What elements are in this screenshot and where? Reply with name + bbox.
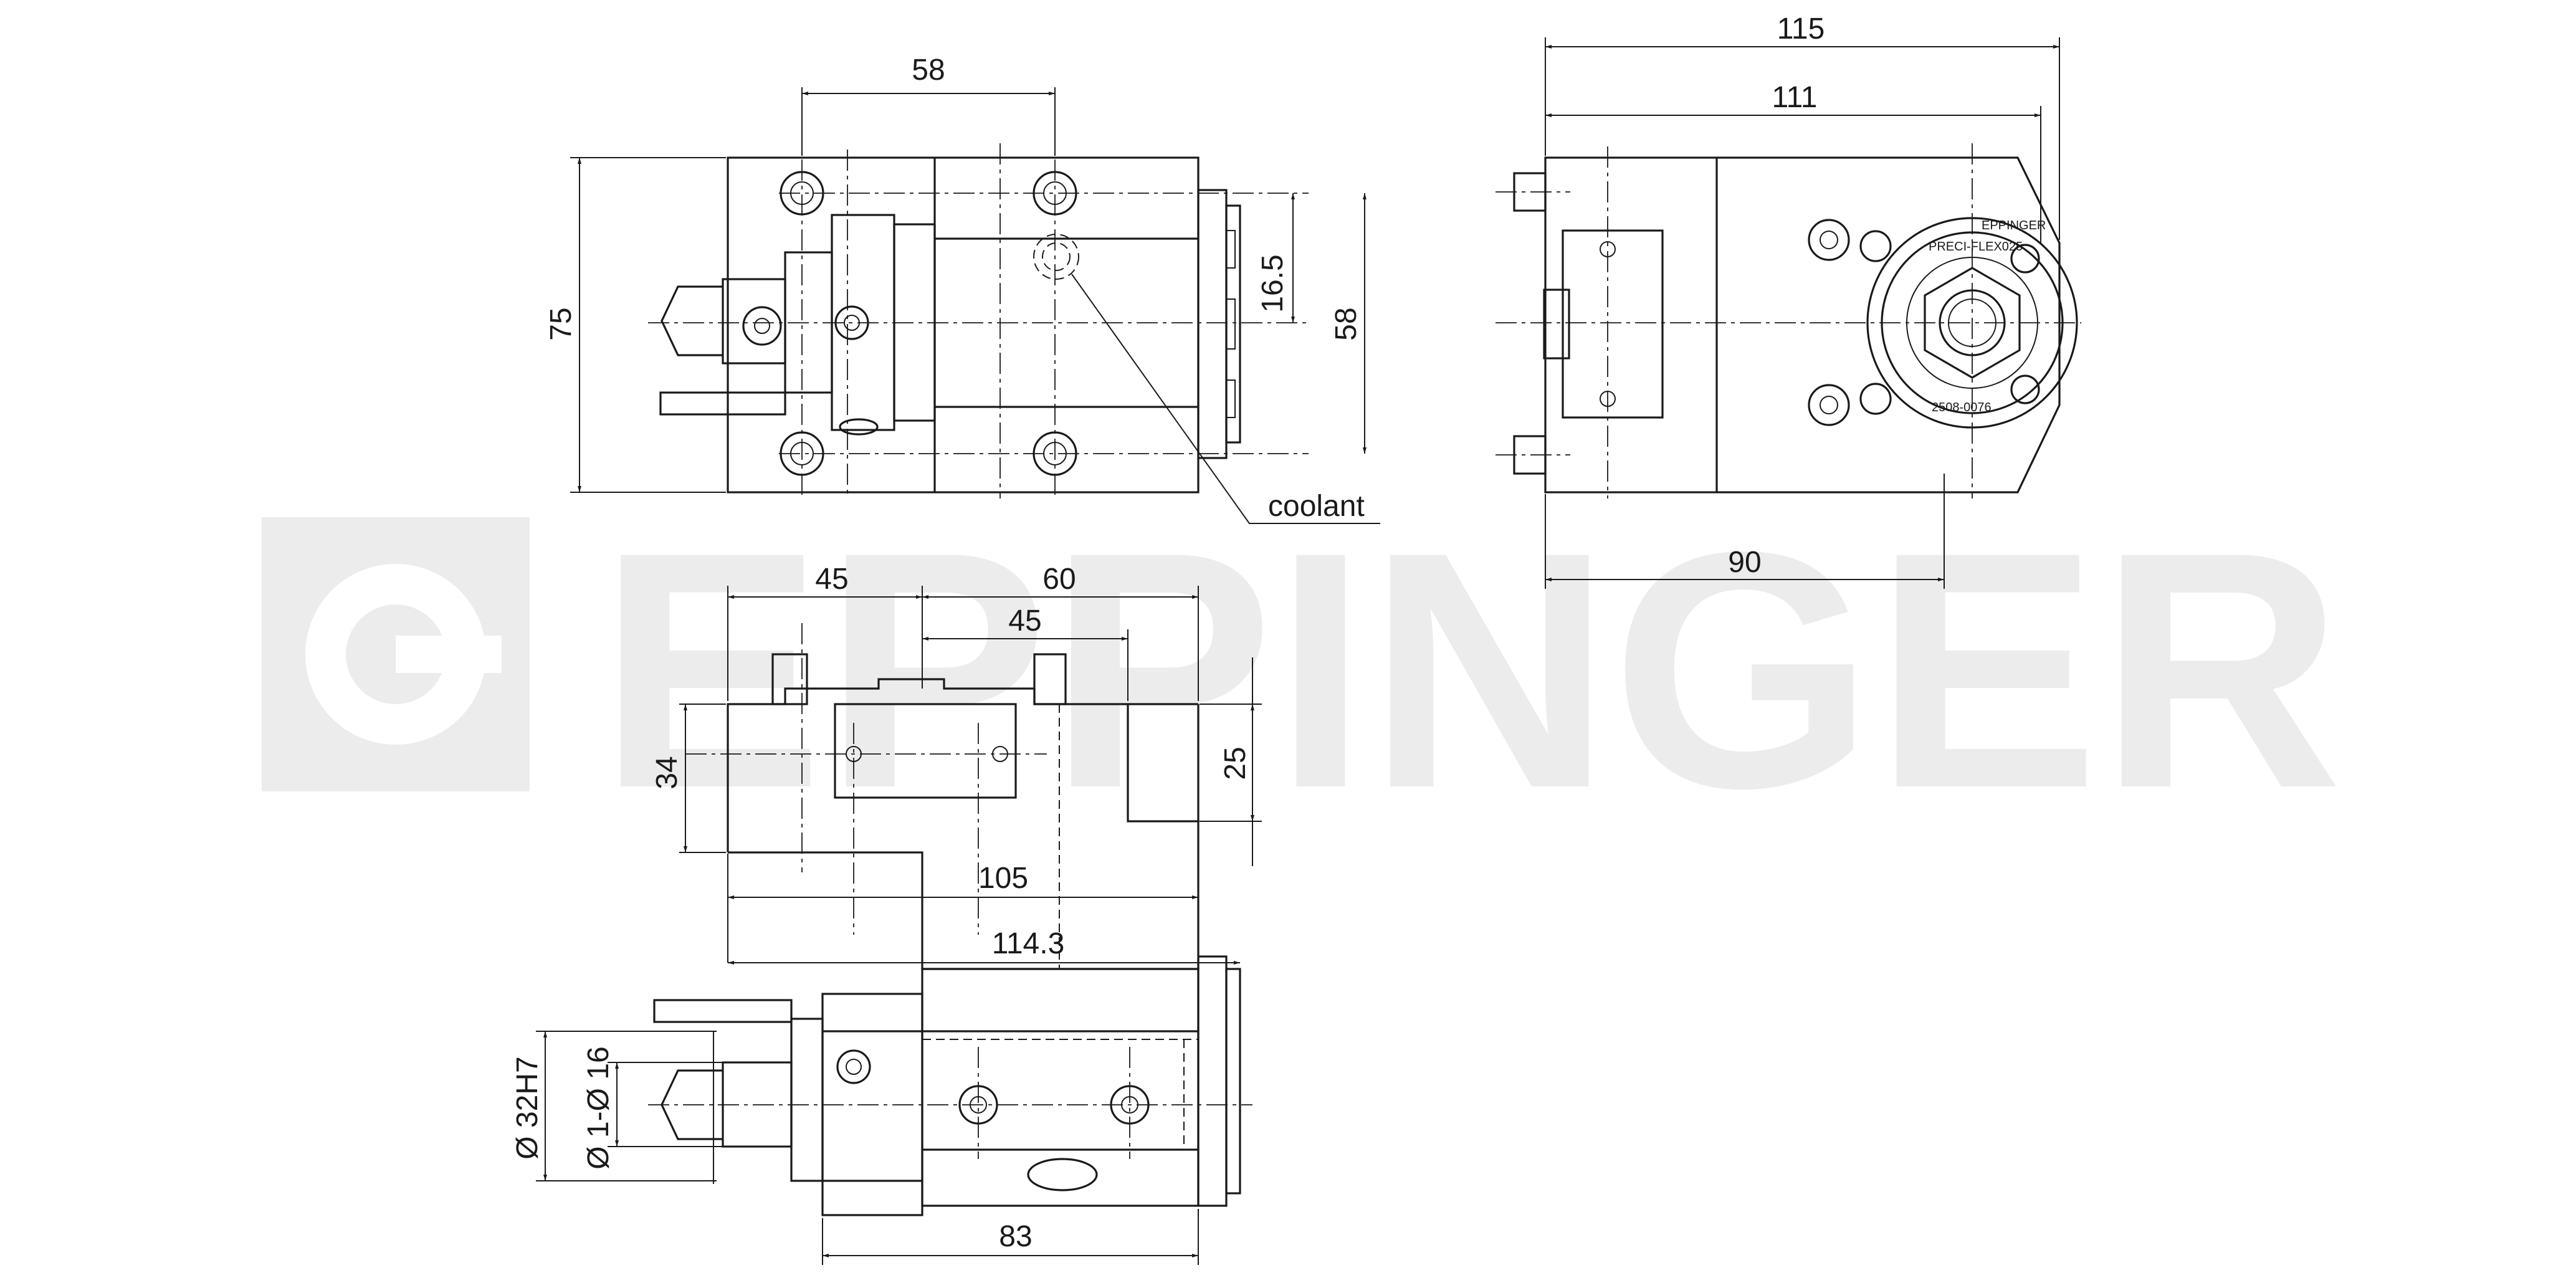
dim-front-114-3: 114.3 xyxy=(992,927,1065,960)
dim-bore-32h7: Ø 32H7 xyxy=(511,1056,544,1159)
front-view: 45 60 45 34 25 105 114.3 83 Ø 32H7 Ø 1-Ø… xyxy=(511,563,1262,1265)
plate-text-1: EPPINGER xyxy=(1982,219,2046,232)
dim-bore-16: Ø 1-Ø 16 xyxy=(582,1046,615,1169)
watermark: EPPINGER xyxy=(262,482,2343,858)
dim-coolant-offset: 16.5 xyxy=(1256,254,1289,312)
plate-text-2: PRECI-FLEX025 xyxy=(1929,240,2023,254)
dim-front-34: 34 xyxy=(651,756,684,789)
dim-side-body: 111 xyxy=(1772,81,1818,114)
side-view: EPPINGER PRECI-FLEX025 2508-0076 115 111… xyxy=(1496,12,2081,589)
dim-side-total: 115 xyxy=(1777,12,1825,45)
dim-top-height: 75 xyxy=(545,307,578,340)
plate-text-3: 2508-0076 xyxy=(1932,401,1992,414)
watermark-text: EPPINGER xyxy=(598,482,2343,858)
dim-front-60: 60 xyxy=(1042,563,1076,596)
top-view: 58 75 16.5 58 coolant xyxy=(545,54,1380,524)
dim-front-45a: 45 xyxy=(815,563,848,596)
dim-screw-pitch: 58 xyxy=(1330,307,1363,340)
dim-front-105: 105 xyxy=(978,862,1028,895)
coolant-label: coolant xyxy=(1268,490,1365,523)
dim-front-45b: 45 xyxy=(1008,604,1041,637)
dim-front-83: 83 xyxy=(999,1220,1032,1253)
dim-side-axis: 90 xyxy=(1728,546,1761,579)
dim-top-width: 58 xyxy=(912,54,945,87)
dim-front-25: 25 xyxy=(1219,747,1252,780)
